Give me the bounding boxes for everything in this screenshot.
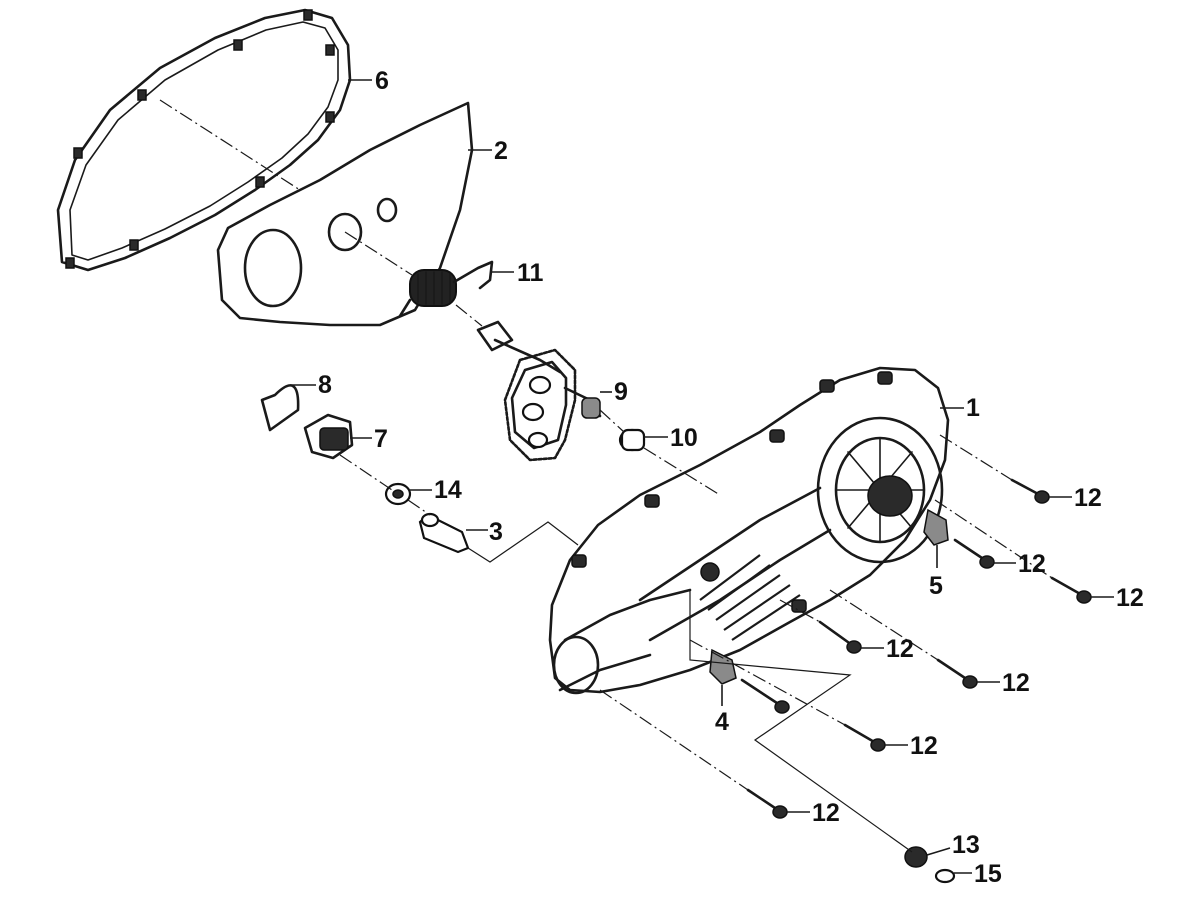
callout-7: 7 [374,425,388,453]
part-11-spring [398,260,494,318]
callout-12-d: 12 [886,635,914,663]
part-3-dowel [418,512,470,554]
kick-shaft [476,320,562,374]
part-6-gasket [56,8,352,272]
part-15-washer [934,868,956,884]
callout-12-e: 12 [1002,669,1030,697]
part-14-washer [384,482,412,506]
callout-5: 5 [929,572,943,600]
callout-3: 3 [489,518,503,546]
callout-12-f: 12 [910,732,938,760]
callout-12-b: 12 [1018,550,1046,578]
part-4-clamp [709,648,737,685]
bolts-12 [740,478,1092,819]
part-7-boss [303,413,354,460]
callout-14: 14 [434,476,462,504]
part-10-bushing [618,428,646,452]
part-9-gear-segment [503,348,602,462]
callout-leaders [290,79,1114,874]
callout-12-g: 12 [812,799,840,827]
callout-12-c: 12 [1116,584,1144,612]
callout-12-a: 12 [1074,484,1102,512]
assembly-guide-lines [159,99,1053,853]
callout-10: 10 [670,424,698,452]
callout-9: 9 [614,378,628,406]
callout-4: 4 [715,708,729,736]
callout-15: 15 [974,860,1002,888]
part-1-main-cover [548,366,950,695]
callout-8: 8 [318,371,332,399]
part-5-clamp [923,508,949,546]
callout-6: 6 [375,67,389,95]
part-8-clip [260,384,300,432]
callout-13: 13 [952,831,980,859]
callout-11: 11 [517,259,544,287]
callout-1: 1 [966,394,980,422]
part-13-nut [904,846,928,868]
callout-2: 2 [494,137,508,165]
